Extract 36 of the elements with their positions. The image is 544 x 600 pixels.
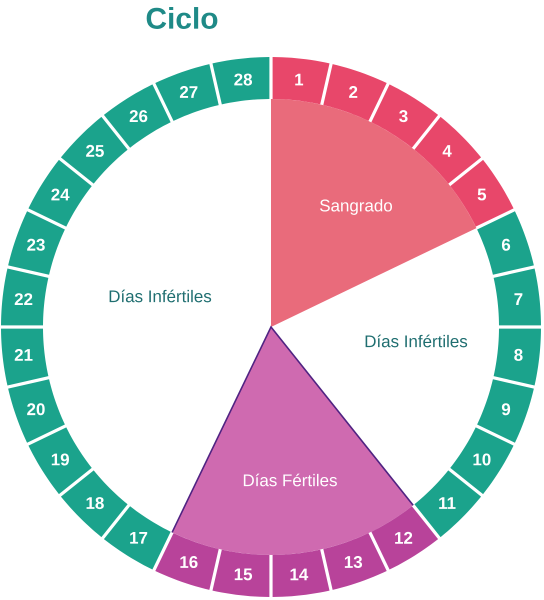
day-segment: 22 (1, 268, 48, 326)
day-segment: 13 (323, 533, 387, 590)
node-label: 23 (27, 238, 45, 251)
day-segment: 19 (28, 427, 92, 494)
day-segment: 18 (60, 470, 128, 538)
title: Ciclo (146, 7, 218, 29)
node-label: 13 (344, 556, 362, 568)
day-segment: 4 (414, 116, 482, 184)
day-segment: 28 (212, 57, 270, 104)
day-segment: 7 (494, 268, 541, 326)
day-segment: 8 (494, 328, 541, 386)
day-segment: 20 (8, 379, 65, 443)
node-label: 20 (27, 403, 45, 416)
node-label: 2 (349, 86, 358, 98)
day-segment: 16 (155, 533, 219, 590)
day-segment: 17 (104, 506, 171, 570)
day-segment: 6 (477, 211, 534, 275)
day-segment: 26 (104, 84, 171, 148)
day-segment: 12 (371, 506, 438, 570)
day-segment: 11 (414, 470, 482, 538)
day-segment: 21 (1, 328, 48, 386)
day-segment: 24 (28, 160, 92, 227)
day-segment: 9 (477, 379, 534, 443)
day-segment: 10 (450, 427, 514, 494)
day-segment: 23 (8, 211, 65, 275)
day-segment: 3 (371, 84, 438, 148)
day-segment: 1 (272, 57, 330, 104)
node-label: 27 (180, 86, 198, 98)
day-segment: 2 (323, 64, 387, 121)
day-segment: 5 (450, 160, 514, 227)
day-segment: 15 (212, 550, 270, 597)
day-segment: 27 (155, 64, 219, 121)
node-label: 9 (502, 403, 510, 416)
day-segment: 14 (272, 550, 330, 597)
day-segment: 25 (60, 116, 128, 184)
region-label: Días Infértiles (110, 290, 212, 302)
